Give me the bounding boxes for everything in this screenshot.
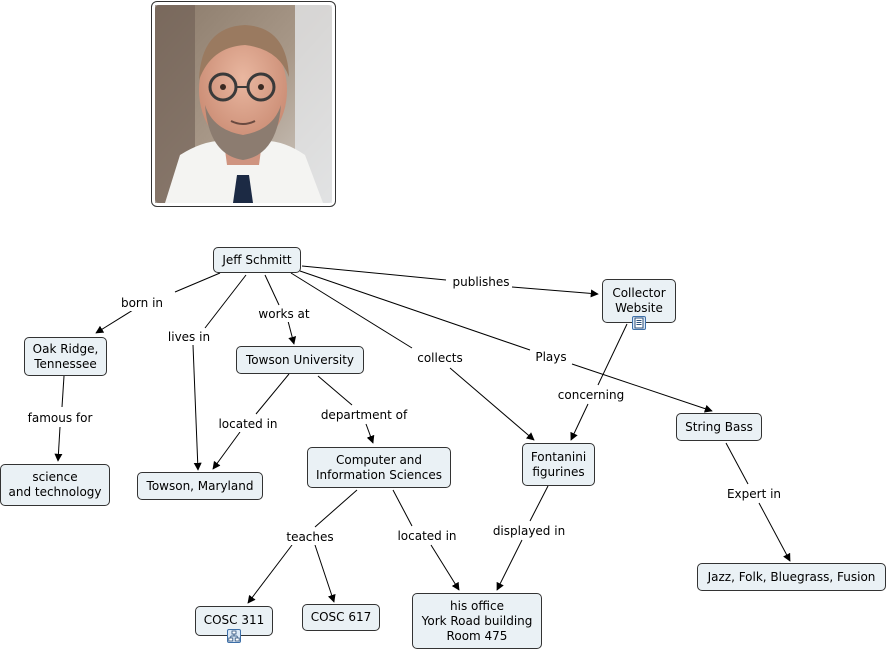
label-department-of: department of <box>321 408 408 422</box>
portrait-photo <box>151 1 336 207</box>
node-oak-ridge[interactable]: Oak Ridge, Tennessee <box>24 337 107 376</box>
label-background <box>533 349 569 365</box>
label-born-in: born in <box>121 296 163 310</box>
label-background <box>490 523 568 539</box>
label-lives-in: lives in <box>168 330 210 344</box>
node-computer-information-sciences[interactable]: Computer and Information Sciences <box>307 447 451 488</box>
label-plays: Plays <box>535 350 566 364</box>
label-works-at: works at <box>258 307 309 321</box>
link-located-in-tu: located in <box>212 373 290 470</box>
label-background <box>118 295 166 311</box>
label-background <box>165 329 213 345</box>
link-lives-in: lives in <box>165 274 247 471</box>
link-concerning: concerning <box>555 323 628 441</box>
label-displayed-in: displayed in <box>493 524 565 538</box>
document-icon[interactable] <box>632 316 646 330</box>
link-expert-in: Expert in <box>724 442 791 562</box>
node-towson-maryland[interactable]: Towson, Maryland <box>137 472 263 500</box>
node-string-bass[interactable]: String Bass <box>676 413 762 441</box>
link-born-in: born in <box>95 272 221 334</box>
label-expert-in: Expert in <box>727 487 781 501</box>
label-background <box>450 274 512 290</box>
concept-map-icon[interactable] <box>227 629 241 643</box>
link-famous-for: famous for <box>25 375 95 462</box>
label-background <box>415 350 465 366</box>
label-publishes: publishes <box>453 275 510 289</box>
link-collects: collects <box>290 272 535 441</box>
label-located-in-tu: located in <box>218 417 277 431</box>
node-jazz-folk-bluegrass-fusion[interactable]: Jazz, Folk, Bluegrass, Fusion <box>697 563 886 591</box>
node-his-office[interactable]: his office York Road building Room 475 <box>412 593 542 649</box>
node-cosc-617[interactable]: COSC 617 <box>302 604 380 631</box>
node-towson-university[interactable]: Towson University <box>236 346 364 374</box>
link-teaches: teaches <box>247 489 358 604</box>
label-concerning: concerning <box>558 388 624 402</box>
node-science-and-technology[interactable]: science and technology <box>0 464 110 506</box>
label-background <box>555 387 627 403</box>
label-background <box>25 410 95 426</box>
label-background <box>216 416 280 432</box>
label-background <box>284 529 336 545</box>
node-jeff-schmitt[interactable]: Jeff Schmitt <box>213 247 301 273</box>
link-displayed-in: displayed in <box>490 485 568 591</box>
label-background <box>256 306 312 322</box>
label-background <box>724 486 784 502</box>
link-located-in-cis: located in <box>392 489 460 591</box>
node-collector-website[interactable]: Collector Website <box>602 279 676 323</box>
label-collects: collects <box>417 351 463 365</box>
label-located-in-cis: located in <box>397 529 456 543</box>
link-works-at: works at <box>256 274 312 345</box>
label-teaches: teaches <box>286 530 333 544</box>
portrait-image <box>155 5 332 203</box>
link-publishes: publishes <box>301 265 599 298</box>
node-fontanini-figurines[interactable]: Fontanini figurines <box>522 443 595 486</box>
label-famous-for: famous for <box>28 411 93 425</box>
link-plays: Plays <box>299 270 713 413</box>
label-background <box>395 528 459 544</box>
label-background <box>318 407 410 423</box>
link-department-of: department of <box>317 375 410 444</box>
